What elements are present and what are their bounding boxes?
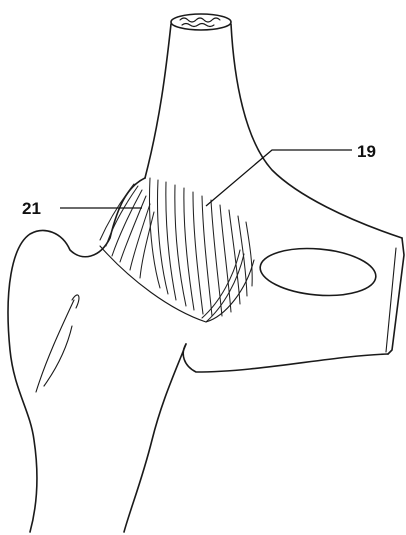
muscle-fibers (100, 178, 254, 322)
callout-19: 19 (206, 142, 376, 206)
callout-21: 21 (22, 199, 142, 218)
oval-foramen (258, 244, 378, 300)
bone-condyle (8, 178, 186, 532)
label-21: 21 (22, 199, 41, 218)
label-19: 19 (357, 142, 376, 161)
leader-line-19 (206, 150, 352, 206)
